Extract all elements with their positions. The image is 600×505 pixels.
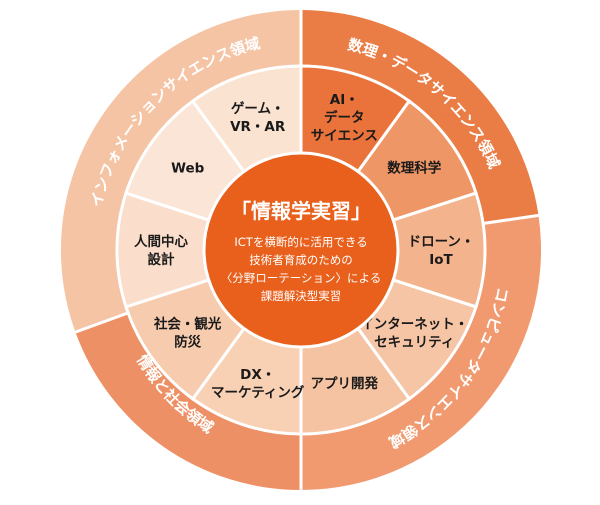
segment-label-human-centered-design: 人間中心設計 bbox=[134, 233, 188, 268]
segment-label-line: 防災 bbox=[174, 333, 201, 350]
center-disc bbox=[202, 151, 400, 349]
segment-label-line: DX・ bbox=[240, 367, 275, 383]
segment-label-line: ゲーム・ bbox=[231, 100, 285, 117]
segment-label-line: 人間中心 bbox=[134, 233, 188, 250]
center-description-line-2: 技術者育成のための bbox=[249, 253, 353, 267]
segment-label-line: セキュリティ bbox=[374, 334, 454, 350]
segment-label-line: 社会・観光 bbox=[153, 315, 222, 332]
segment-label-line: VR・AR bbox=[230, 119, 286, 135]
segment-label-line: AI・ bbox=[330, 92, 359, 108]
segment-label-app-development: アプリ開発 bbox=[311, 375, 379, 392]
segment-label-line: データ bbox=[324, 109, 365, 126]
segment-label-web: Web bbox=[171, 161, 205, 177]
segment-label-society-tourism-disaster: 社会・観光防災 bbox=[153, 315, 222, 350]
segment-label-mathematical-science: 数理科学 bbox=[387, 160, 441, 177]
segment-label-drone-iot: ドローン・ IoT bbox=[408, 234, 475, 268]
segment-label-game-vr-ar: ゲーム・ VR・AR bbox=[230, 100, 286, 135]
segment-label-internet-security: インターネット・セキュリティ bbox=[360, 316, 468, 350]
segment-label-dx-marketing: DX・マーケティング bbox=[211, 367, 305, 401]
segment-label-line: 設計 bbox=[148, 251, 175, 268]
center-description-line-4: 課題解決型実習 bbox=[261, 289, 342, 303]
center-description-line-3: 〈分野ローテーション〉による bbox=[221, 271, 381, 285]
segment-label-line: インターネット・ bbox=[360, 316, 468, 332]
segment-label-line: サイエンス bbox=[311, 128, 378, 144]
center-title: 「情報学実習」 bbox=[231, 199, 371, 223]
segment-label-line: アプリ開発 bbox=[311, 375, 379, 392]
segment-label-ai-data-science: AI・データサイエンス bbox=[311, 92, 378, 144]
segment-label-line: IoT bbox=[429, 252, 453, 268]
segment-label-line: ドローン・ bbox=[408, 234, 475, 250]
center-circle: 「情報学実習」 ICTを横断的に活用できる 技術者育成のための 〈分野ローテーシ… bbox=[202, 151, 400, 349]
segment-label-line: 数理科学 bbox=[387, 160, 441, 177]
center-description-line-1: ICTを横断的に活用できる bbox=[234, 235, 367, 249]
segment-label-line: マーケティング bbox=[211, 384, 305, 401]
segment-label-line: Web bbox=[171, 161, 205, 177]
